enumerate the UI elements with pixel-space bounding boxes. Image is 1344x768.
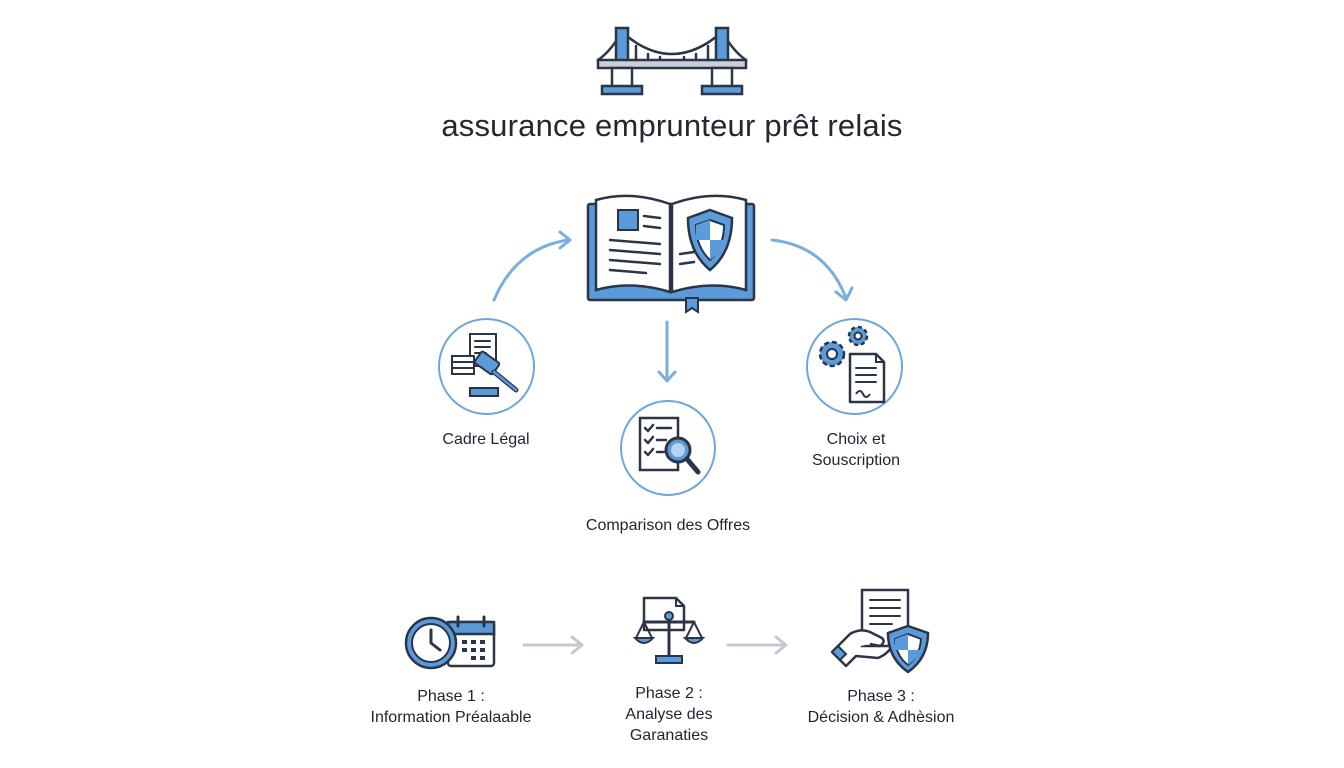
souscription-line-2: Souscription	[811, 452, 901, 469]
phase-3-title: Phase 3 :	[847, 688, 915, 705]
phase-2-text-2: Garanaties	[629, 727, 709, 744]
phase-2-text-1: Analyse des	[625, 706, 713, 723]
phase-2-label: Phase 2 : Analyse des Garanaties	[582, 683, 756, 746]
souscription-label: Choix et Souscription	[776, 429, 936, 471]
scales-document-icon	[632, 596, 706, 664]
comparison-label: Comparison des Offres	[585, 517, 751, 534]
hand-document-shield-icon	[830, 588, 930, 674]
book-shield-icon	[586, 194, 756, 314]
souscription-line-1: Choix et	[826, 431, 886, 448]
clock-calendar-icon	[404, 615, 496, 670]
phase-1-label: Phase 1 : Information Préalaable	[346, 686, 556, 728]
phase-arrow-1	[522, 635, 584, 655]
page-title: assurance emprunteur prêt relais	[441, 108, 903, 143]
bridge-icon	[596, 26, 748, 96]
checklist-magnifier-icon	[638, 416, 701, 475]
phase-3-label: Phase 3 : Décision & Adhèsion	[776, 686, 986, 728]
arrow-to-right	[770, 238, 854, 302]
phase-arrow-2	[726, 635, 788, 655]
gears-document-icon	[818, 325, 886, 404]
phase-3-text: Décision & Adhèsion	[807, 709, 955, 726]
legal-gavel-icon	[451, 333, 519, 397]
phase-1-text: Information Préalaable	[370, 709, 532, 726]
phase-1-title: Phase 1 :	[417, 688, 485, 705]
arrow-down	[657, 320, 677, 383]
cadre-legal-label: Cadre Légal	[442, 431, 530, 448]
arrow-to-center	[492, 230, 572, 302]
phase-2-title: Phase 2 :	[635, 685, 703, 702]
